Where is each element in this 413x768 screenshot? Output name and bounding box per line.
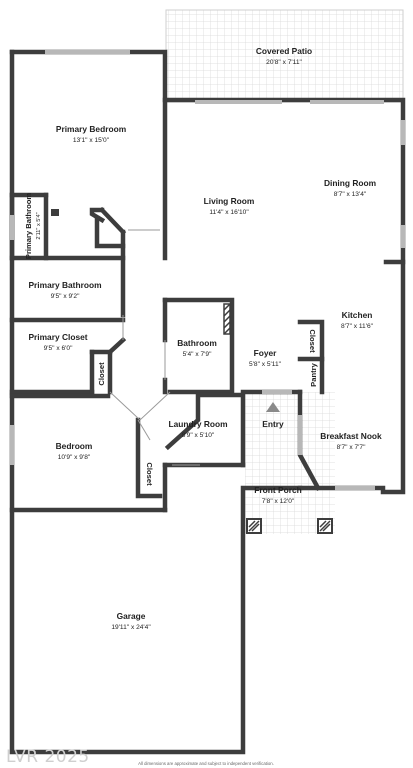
room-label-primary-bathroom-small: Primary Bathroom 2'11" x 5'4" <box>24 193 42 260</box>
primary-bathroom-name: Primary Bathroom <box>28 280 101 290</box>
room-label-primary-closet: Primary Closet 9'5" x 6'0" <box>28 332 87 352</box>
room-label-dining-room: Dining Room 8'7" x 13'4" <box>324 178 376 198</box>
bathroom-shower-hatch <box>223 303 231 335</box>
covered-patio-floor <box>165 9 404 103</box>
bathroom-shower-fixture <box>223 303 231 335</box>
foyer-name: Foyer <box>254 348 278 358</box>
pantry-name: Pantry <box>309 362 318 386</box>
room-label-kitchen: Kitchen 8'7" x 11'6" <box>341 310 374 330</box>
bedroom-dims: 10'9" x 9'8" <box>58 454 91 461</box>
primary-bathroom-small-dims: 2'11" x 5'4" <box>36 212 42 239</box>
bedroom-name: Bedroom <box>56 441 93 451</box>
room-label-foyer: Foyer 5'8" x 5'11" <box>249 348 282 368</box>
primary-bedroom-name: Primary Bedroom <box>56 124 126 134</box>
entry-name: Entry <box>262 419 284 429</box>
primary-bathroom-small-name: Primary Bathroom <box>24 193 33 260</box>
garage-dims: 19'11" x 24'4" <box>111 624 151 631</box>
breakfast-nook-dims: 8'7" x 7'7" <box>337 444 366 451</box>
front-porch-dims: 7'8" x 12'0" <box>262 498 295 505</box>
closet-left-name: Closet <box>97 362 106 386</box>
dining-room-dims: 8'7" x 13'4" <box>334 191 367 198</box>
room-label-breakfast-nook: Breakfast Nook 8'7" x 7'7" <box>320 431 382 451</box>
room-label-living-room: Living Room 11'4" x 16'10" <box>204 196 255 216</box>
exterior-walls <box>9 49 406 755</box>
room-label-primary-bathroom: Primary Bathroom 9'5" x 9'2" <box>28 280 101 300</box>
living-room-name: Living Room <box>204 196 255 206</box>
bathroom-dims: 5'4" x 7'9" <box>183 351 212 358</box>
breakfast-nook-name: Breakfast Nook <box>320 431 382 441</box>
kitchen-dims: 8'7" x 11'6" <box>341 323 374 330</box>
porch-column-right-hatch <box>319 520 331 532</box>
foyer-dims: 5'8" x 5'11" <box>249 361 282 368</box>
room-label-covered-patio: Covered Patio 20'8" x 7'11" <box>256 46 312 66</box>
interior-walls <box>9 97 406 513</box>
door-swings <box>109 229 200 466</box>
covered-patio-name: Covered Patio <box>256 46 312 56</box>
primary-bathroom-fixture <box>51 209 59 216</box>
room-label-bathroom: Bathroom 5'4" x 7'9" <box>177 338 217 358</box>
living-room-dims: 11'4" x 16'10" <box>209 209 249 216</box>
room-label-bedroom: Bedroom 10'9" x 9'8" <box>56 441 93 461</box>
primary-closet-name: Primary Closet <box>28 332 87 342</box>
entry-arrow-icon <box>266 402 280 412</box>
laundry-room-dims: 8'9" x 5'10" <box>182 432 215 439</box>
bathroom-name: Bathroom <box>177 338 217 348</box>
closet-bedroom-name: Closet <box>145 462 154 486</box>
kitchen-name: Kitchen <box>342 310 373 320</box>
primary-closet-dims: 9'5" x 6'0" <box>44 345 73 352</box>
primary-bathroom-dims: 9'5" x 9'2" <box>51 293 80 300</box>
porch-column-left-hatch <box>248 520 260 532</box>
room-label-front-porch: Front Porch 7'8" x 12'0" <box>254 485 301 505</box>
room-label-garage: Garage 19'11" x 24'4" <box>111 611 151 631</box>
windows <box>10 50 405 490</box>
disclaimer: All dimensions are approximate and subje… <box>138 761 274 766</box>
dining-room-name: Dining Room <box>324 178 376 188</box>
covered-patio-dims: 20'8" x 7'11" <box>266 59 302 66</box>
watermark: LVR 2025 <box>6 747 90 767</box>
front-porch-name: Front Porch <box>254 485 301 495</box>
room-label-laundry-room: Laundry Room 8'9" x 5'10" <box>168 419 227 439</box>
front-porch-floor <box>245 392 335 534</box>
room-label-primary-bedroom: Primary Bedroom 13'1" x 15'0" <box>56 124 126 144</box>
primary-bedroom-dims: 13'1" x 15'0" <box>73 137 110 144</box>
closet-right-name: Closet <box>308 329 317 353</box>
garage-name: Garage <box>117 611 146 621</box>
laundry-room-name: Laundry Room <box>168 419 227 429</box>
